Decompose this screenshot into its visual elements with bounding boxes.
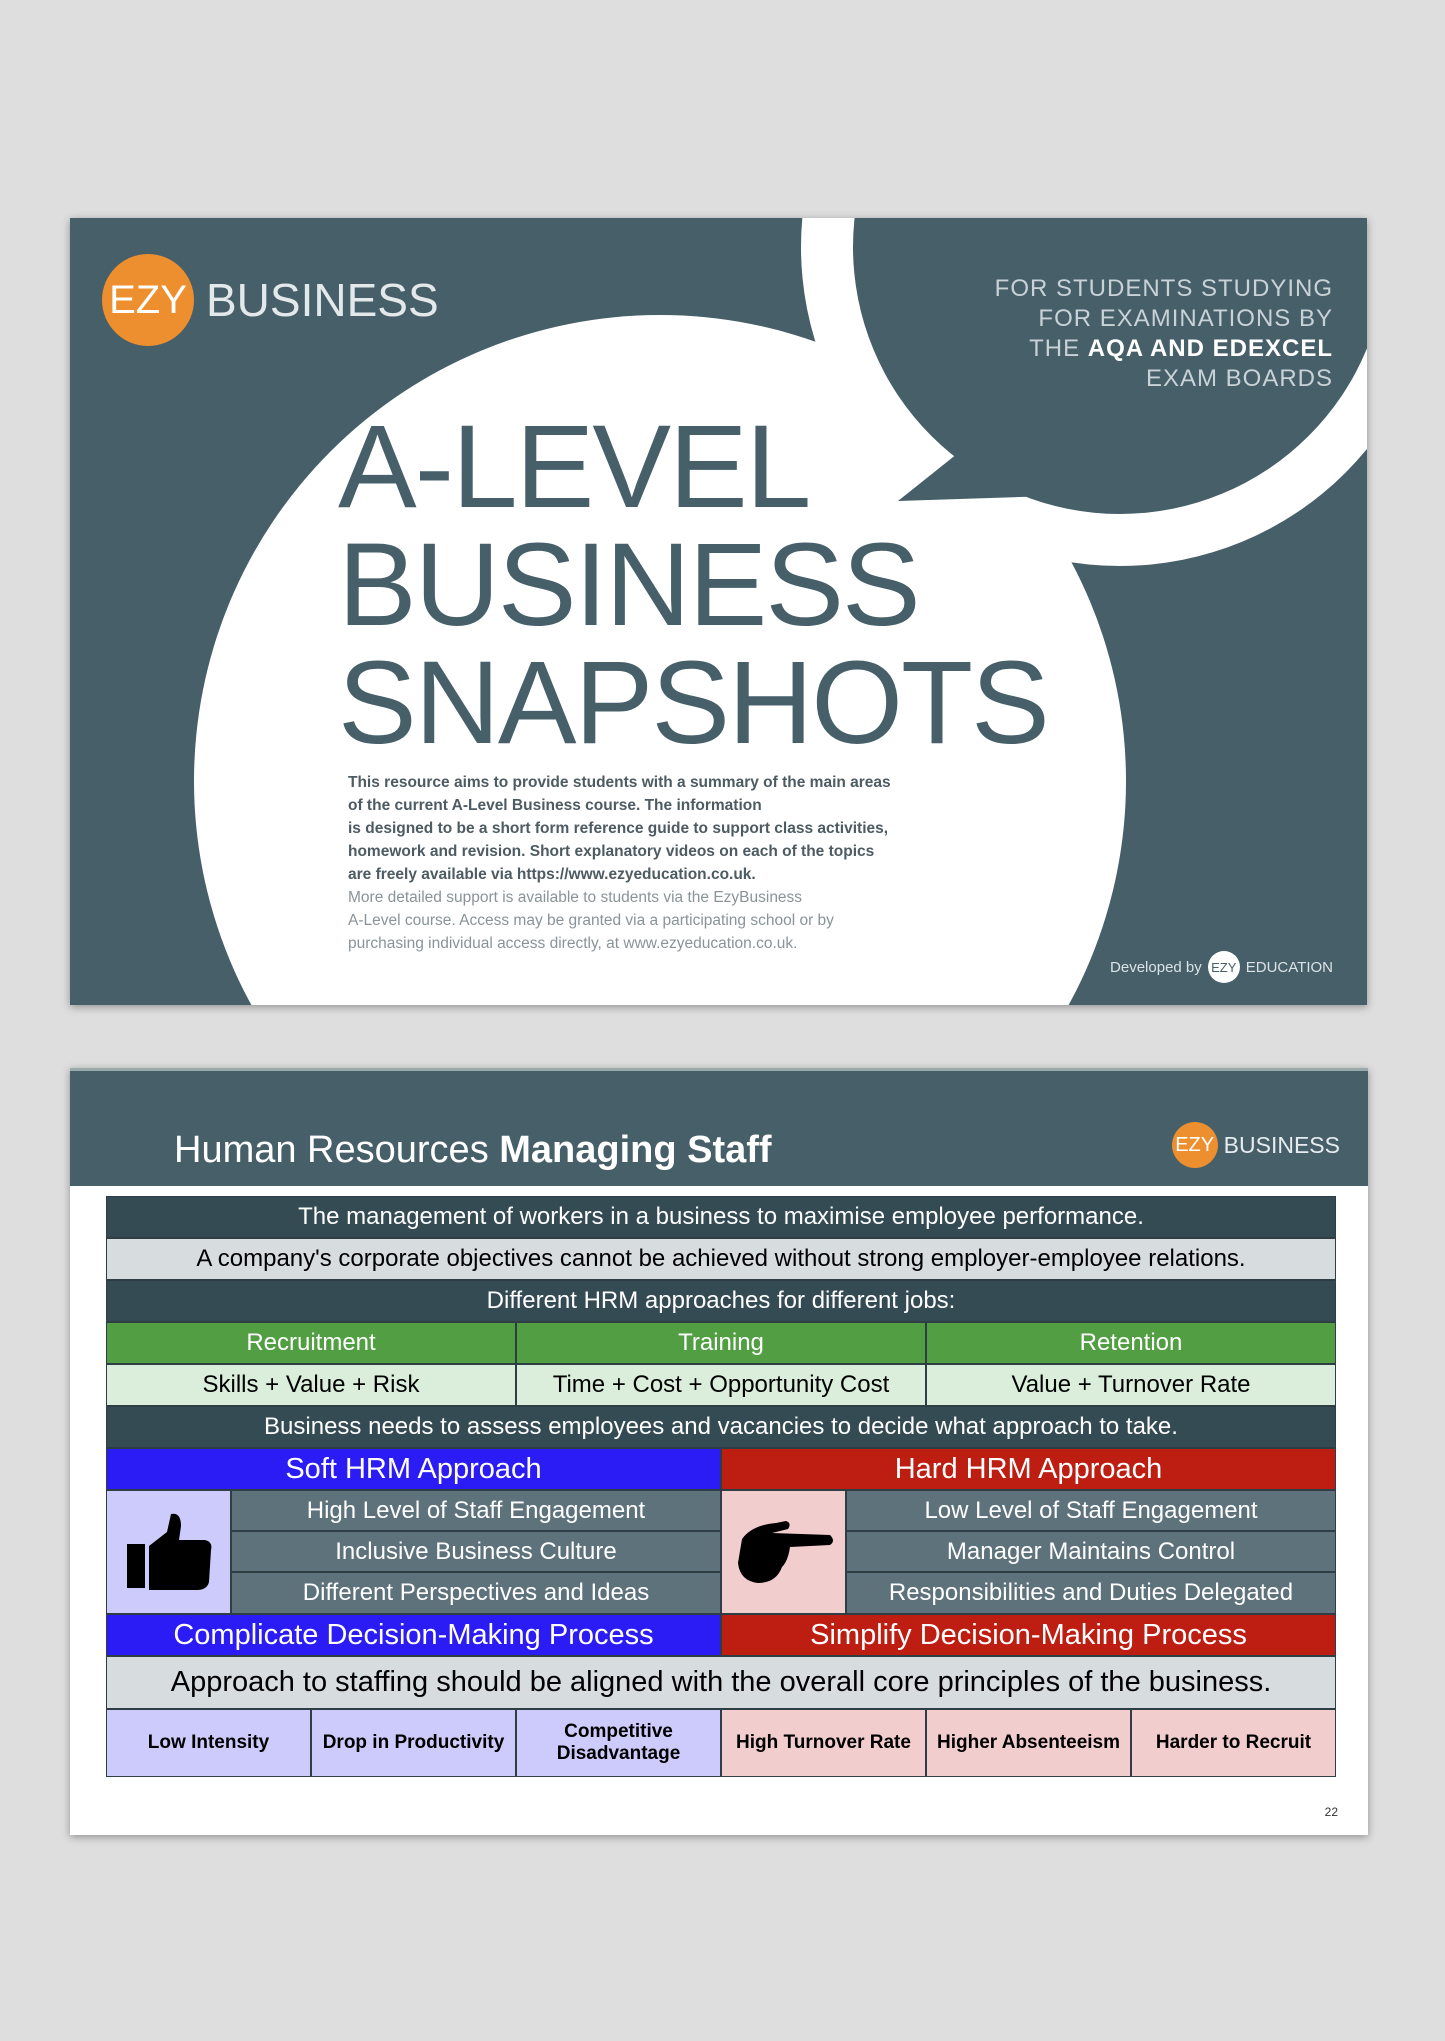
- managing-staff-slide: Human Resources Managing Staff EZY BUSIN…: [70, 1068, 1368, 1835]
- soft-hrm-heading: Soft HRM Approach: [106, 1448, 721, 1490]
- hard-hrm-heading: Hard HRM Approach: [721, 1448, 1336, 1490]
- title-line: BUSINESS: [338, 519, 921, 651]
- hard-point: Responsibilities and Duties Delegated: [846, 1572, 1336, 1614]
- job-retention: Retention: [926, 1322, 1336, 1364]
- title-line: SNAPSHOTS: [338, 637, 1050, 769]
- soft-risk: Competitive Disadvantage: [516, 1709, 721, 1777]
- soft-risk: Drop in Productivity: [311, 1709, 516, 1777]
- boards-line: FOR EXAMINATIONS BY: [1038, 305, 1333, 332]
- job-recruitment: Recruitment: [106, 1322, 516, 1364]
- definition-row: The management of workers in a business …: [106, 1196, 1336, 1238]
- cover-title: A-LEVEL BUSINESS SNAPSHOTS: [338, 401, 1050, 769]
- desc-line: is designed to be a short form reference…: [348, 820, 889, 837]
- desc-line: homework and revision. Short explanatory…: [348, 843, 875, 860]
- logo-mark: EZY: [1171, 1122, 1218, 1168]
- approaches-heading: Different HRM approaches for different j…: [106, 1280, 1336, 1322]
- slide-header: Human Resources Managing Staff: [70, 1068, 1368, 1186]
- hard-point: Manager Maintains Control: [846, 1531, 1336, 1572]
- boards-line: THE: [1029, 335, 1081, 362]
- ezy-education-word: EDUCATION: [1245, 958, 1333, 976]
- exam-boards-text: FOR STUDENTS STUDYING FOR EXAMINATIONS B…: [995, 274, 1333, 394]
- hard-risk: High Turnover Rate: [721, 1709, 926, 1777]
- boards-highlight: AQA AND EDEXCEL: [1087, 335, 1333, 362]
- logo-word: BUSINESS: [206, 274, 439, 326]
- training-factors: Time + Cost + Opportunity Cost: [516, 1364, 926, 1406]
- cover-description: This resource aims to provide students w…: [348, 771, 968, 955]
- ezy-education-mark: EZY: [1207, 951, 1240, 983]
- title-topic: Human Resources: [174, 1129, 489, 1171]
- job-training: Training: [516, 1322, 926, 1364]
- assess-row: Business needs to assess employees and v…: [106, 1406, 1336, 1448]
- boards-line: EXAM BOARDS: [1145, 365, 1333, 392]
- hard-risk: Higher Absenteeism: [926, 1709, 1131, 1777]
- desc-line: More detailed support is available to st…: [348, 889, 803, 906]
- ezy-business-logo: EZY BUSINESS: [102, 254, 439, 346]
- recruitment-factors: Skills + Value + Risk: [106, 1364, 516, 1406]
- objectives-row: A company's corporate objectives cannot …: [106, 1238, 1336, 1280]
- hard-point: Low Level of Staff Engagement: [846, 1490, 1336, 1531]
- soft-point: Different Perspectives and Ideas: [231, 1572, 721, 1614]
- developed-by: Developed by EZY EDUCATION: [1110, 951, 1333, 983]
- cover-slide: EZY BUSINESS FOR STUDENTS STUDYING FOR E…: [70, 218, 1367, 1005]
- desc-line: A-Level course. Access may be granted vi…: [348, 912, 834, 929]
- desc-line: are freely available via https://www.ezy…: [348, 866, 756, 883]
- hard-risk: Harder to Recruit: [1131, 1709, 1336, 1777]
- soft-decision: Complicate Decision-Making Process: [106, 1614, 721, 1656]
- slide-title: Human Resources Managing Staff: [174, 1129, 772, 1172]
- soft-point: Inclusive Business Culture: [231, 1531, 721, 1572]
- logo-mark: EZY: [102, 254, 194, 346]
- developed-by-label: Developed by: [1110, 958, 1202, 976]
- logo-word: BUSINESS: [1223, 1131, 1340, 1158]
- hard-decision: Simplify Decision-Making Process: [721, 1614, 1336, 1656]
- title-line: A-LEVEL: [338, 401, 811, 533]
- title-subtopic: Managing Staff: [499, 1129, 772, 1171]
- soft-risk: Low Intensity: [106, 1709, 311, 1777]
- desc-line: purchasing individual access directly, a…: [348, 935, 798, 952]
- pointing-hand-icon: [721, 1490, 846, 1614]
- page-number: 22: [1324, 1805, 1338, 1819]
- boards-line: FOR STUDENTS STUDYING: [994, 275, 1333, 302]
- speech-bubble-graphic: [194, 218, 1367, 1005]
- desc-line: of the current A-Level Business course. …: [348, 797, 762, 814]
- soft-point: High Level of Staff Engagement: [231, 1490, 721, 1531]
- thumbs-up-icon: [106, 1490, 231, 1614]
- principle-row: Approach to staffing should be aligned w…: [106, 1656, 1336, 1709]
- retention-factors: Value + Turnover Rate: [926, 1364, 1336, 1406]
- desc-line: This resource aims to provide students w…: [348, 774, 891, 791]
- ezy-business-logo: EZY BUSINESS: [1171, 1122, 1340, 1168]
